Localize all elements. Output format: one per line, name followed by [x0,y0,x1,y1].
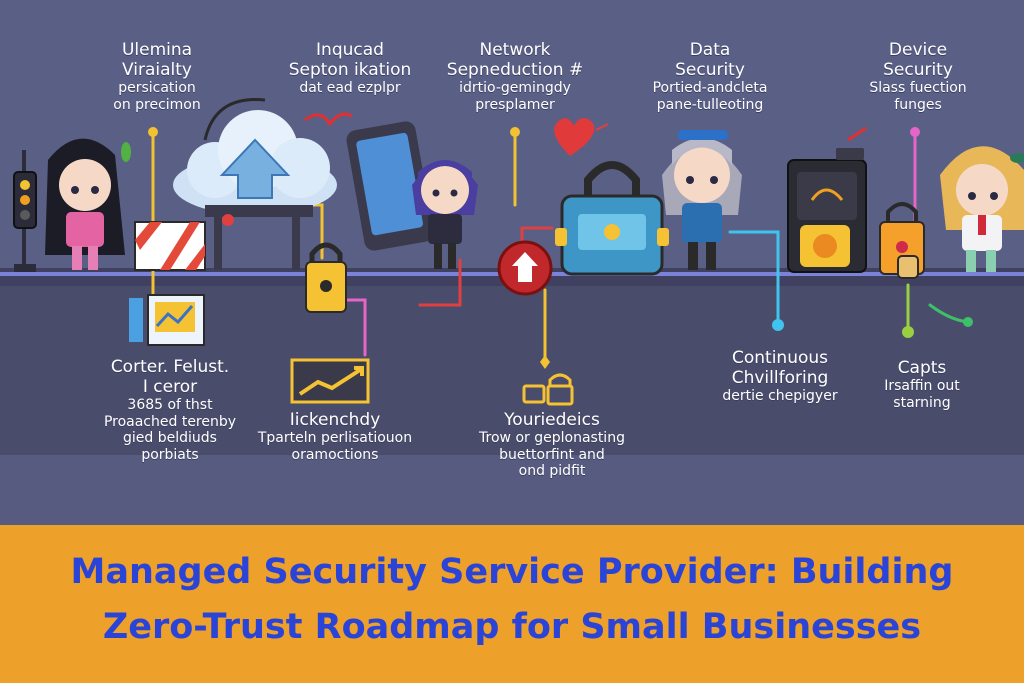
label-10-line-3: starning [893,394,951,411]
label-3-line-4: presplamer [475,96,555,113]
cloud-upload-icon [173,98,337,215]
label-3-line-2: Sepneduction # [446,60,584,81]
label-1-line-3: persication [118,80,196,97]
label-6-line-6: porbiats [141,446,199,463]
label-3-line-3: idrtio-gemingdy [459,80,571,97]
home-node-icon [497,240,553,296]
label-1-line-2: Viraialty [122,60,192,81]
label-4-line-3: Portied-andcleta [652,80,768,97]
smartphone-icon [346,121,434,251]
barrier [134,221,206,271]
desk [205,205,313,270]
label-10-line-2: Irsaffin out [884,378,960,395]
label-6-line-2: I ceror [142,377,198,398]
label-5-line-2: Security [883,60,953,81]
document-icon [129,294,205,346]
milestone-label-10: Capts Irsaffin out starning [862,358,982,411]
label-6-line-3: 3685 of thst [127,397,213,414]
character-1 [45,138,131,270]
milestone-label-1: Ulemina Viraialty persication on precimo… [98,40,216,113]
label-8-line-4: ond pidfit [518,463,586,480]
milestone-label-3: Network Sepneduction # idrtio-gemingdy p… [440,40,590,113]
label-6-line-5: gied beldiuds [123,430,217,447]
label-5-line-3: Slass fuection [869,80,967,97]
milestone-label-7: Iickenchdy Tparteln perlisatiouon oramoc… [245,410,425,463]
character-4 [940,146,1024,272]
padlock-icon [305,242,347,313]
milestone-label-6: Corter. Felust. I ceror 3685 of thst Pro… [90,357,250,463]
label-7-line-3: oramoctions [291,446,379,463]
label-9-line-3: dertie chepigyer [722,388,838,405]
label-10-line-1: Capts [897,358,947,378]
label-8-line-3: buettorfint and [499,446,605,463]
banner-title-line-1: Managed Security Service Provider: Build… [70,552,954,592]
milestone-label-8: Youriedeics Trow or geplonasting buettor… [462,410,642,480]
label-5-line-4: funges [894,96,942,113]
server-icon [787,148,867,273]
shield-lock-icon [555,161,669,276]
label-1-line-4: on precimon [113,96,201,113]
label-7-line-2: Tparteln perlisatiouon [257,430,413,447]
label-6-line-4: Proaached terenby [103,413,237,430]
label-5-line-1: Device [888,40,948,60]
roadmap-illustration [0,98,1024,455]
illustration: Ulemina Viraialty persication on precimo… [0,40,1024,480]
milestone-label-9: Continuous Chvillforing dertie chepigyer [705,348,855,405]
milestone-label-4: Data Security Portied-andcleta pane-tull… [640,40,780,113]
label-4-line-4: pane-tulleoting [656,96,764,113]
character-2 [412,160,478,269]
label-4-line-1: Data [689,40,731,60]
label-8-line-1: Youriedeics [504,410,600,430]
label-8-line-2: Trow or geplonasting [479,430,625,447]
label-1-line-1: Ulemina [121,40,193,60]
small-padlock-2-icon [897,255,919,279]
lock-pair-icon [522,373,574,406]
milestone-label-5: Device Security Slass fuection funges [848,40,988,113]
label-7-line-1: Iickenchdy [289,410,381,430]
growth-chart-icon [290,358,370,404]
label-2-line-1: Inqucad [316,40,384,60]
label-3-line-1: Network [479,40,551,60]
milestone-label-2: Inqucad Septon ikation dat ead ezplpr [275,40,425,97]
label-6-line-1: Corter. Felust. [110,357,230,377]
label-9-line-2: Chvillforing [731,368,829,389]
title-banner: Managed Security Service Provider: Build… [0,525,1024,683]
banner-title-line-2: Zero-Trust Roadmap for Small Businesses [102,607,922,647]
label-4-line-2: Security [675,60,745,81]
label-2-line-3: dat ead ezplpr [299,80,401,97]
traffic-light-icon [13,150,37,272]
label-2-line-2: Septon ikation [288,60,412,81]
heart-icon [554,118,609,156]
label-9-line-1: Continuous [731,348,828,368]
character-3 [662,130,742,270]
